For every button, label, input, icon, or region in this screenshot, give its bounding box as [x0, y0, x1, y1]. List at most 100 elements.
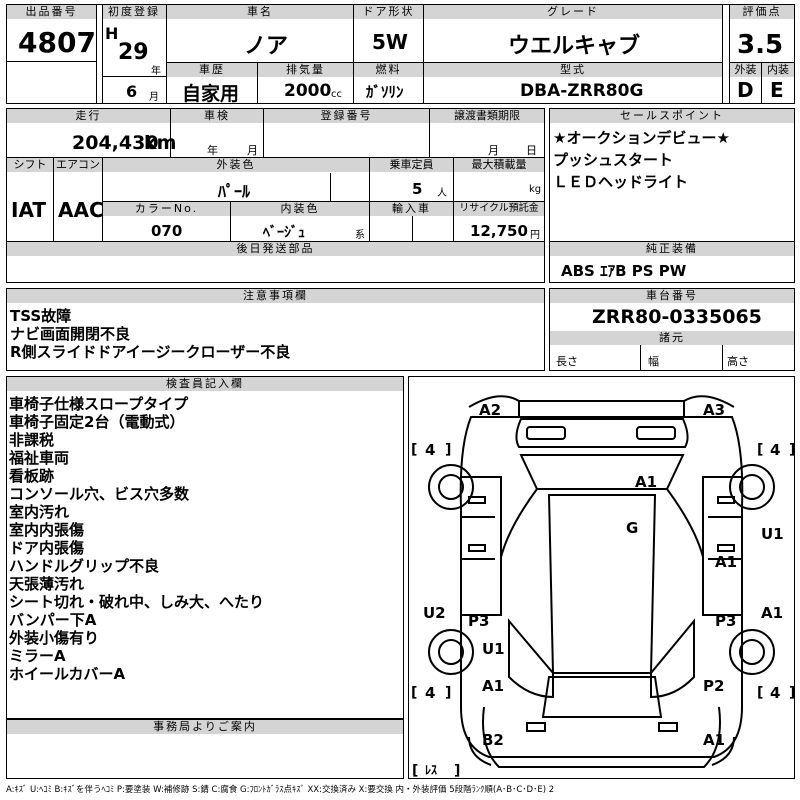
mileage-unit: km	[144, 132, 177, 154]
tire-rear-left	[428, 629, 474, 675]
inspector-item: ドア内張傷	[9, 539, 85, 557]
inspection-month-unit: 月	[247, 144, 258, 157]
transfer-month-unit: 月	[488, 144, 499, 157]
svg-text:]: ]	[789, 442, 794, 458]
door-header: ドア形状	[354, 5, 423, 19]
chassis-number: ZRR80-0335065	[592, 306, 762, 328]
tire-rr-value: 4	[770, 684, 780, 702]
svg-text:[: [	[411, 685, 417, 701]
legend: A:ｷｽﾞ U:ﾍｺﾐ B:ｷｽﾞを伴うﾍｺﾐ P:要塗装 W:補修跡 S:錆 …	[6, 785, 555, 795]
tire-front-left	[428, 464, 474, 510]
inspector-item: 非課税	[9, 431, 55, 449]
svg-text:[: [	[757, 685, 763, 701]
damage-mark: P3	[715, 612, 736, 630]
score: 3.5	[737, 30, 784, 60]
roof-shape	[547, 494, 657, 674]
damage-mark: U1	[761, 525, 784, 543]
displacement: 2000	[284, 81, 332, 101]
fuel-header: 燃料	[354, 63, 423, 77]
sales-points-block	[549, 108, 795, 283]
notes-block	[6, 288, 545, 371]
svg-text:]: ]	[454, 763, 460, 778]
spec-width: 幅	[648, 355, 659, 368]
spare-tire-value: ﾚｽ	[425, 763, 437, 777]
recycle-unit: 円	[530, 230, 540, 241]
note-item: ナビ画面開閉不良	[10, 325, 131, 343]
era: H	[105, 24, 119, 43]
damage-mark: U1	[482, 640, 505, 658]
plate-header: 登録番号	[264, 109, 429, 123]
inspector-header: 検査員記入欄	[7, 377, 403, 391]
sales-points-list: ★オークションデビュー★ プッシュスタート ＬＥＤヘッドライト	[553, 127, 730, 193]
inspector-item: 室内内張傷	[9, 521, 85, 539]
inspector-item: バンパー下A	[9, 611, 97, 629]
color-no-header: カラーNo.	[103, 202, 230, 216]
office-header: 事務局よりご案内	[7, 720, 403, 734]
note-item: TSS故障	[10, 307, 72, 325]
history-header: 車歴	[167, 63, 257, 77]
sales-point-item: ★オークションデビュー★	[553, 129, 730, 147]
recycle-header: リサイクル預託金	[454, 202, 544, 216]
ext-grade: D	[737, 78, 754, 102]
inspector-item: 車椅子固定2台（電動式）	[9, 413, 185, 431]
vehicle-info-block	[6, 108, 545, 283]
ac: AAC	[58, 198, 104, 222]
grade-header: グレード	[424, 5, 722, 19]
damage-mark: A1	[635, 473, 657, 491]
tire-fl-value: 4	[425, 441, 435, 459]
svg-text:]: ]	[445, 442, 451, 458]
reg-month-unit: 月	[149, 92, 159, 103]
recycle-fee: 12,750	[470, 222, 528, 240]
inspector-item: ミラーA	[9, 647, 66, 665]
chassis-block	[549, 288, 795, 371]
spec-header: 諸元	[550, 331, 794, 345]
reg-year-unit: 年	[151, 66, 161, 77]
displacement-unit: cc	[331, 89, 342, 100]
name-header: 車名	[167, 5, 353, 19]
inspector-block	[6, 376, 404, 719]
transfer-day-unit: 日	[526, 144, 537, 157]
windshield-shape	[519, 454, 685, 490]
sales-point-item: ＬＥＤヘッドライト	[553, 173, 689, 191]
damage-mark: P2	[703, 677, 724, 695]
sales-point-item: プッシュスタート	[553, 151, 674, 169]
inspector-list: 車椅子仕様スロープタイプ 車椅子固定2台（電動式） 非課税 福祉車両 看板跡 コ…	[9, 395, 264, 683]
inspector-item: ハンドルグリップ不良	[9, 557, 160, 575]
first-reg-header: 初度登録	[102, 5, 166, 19]
displacement-header: 排気量	[258, 63, 353, 77]
damage-mark: U2	[423, 604, 446, 622]
interior-color-suffix: 系	[355, 230, 365, 241]
score-header: 評価点	[730, 5, 794, 19]
door-type: 5W	[372, 30, 408, 54]
capacity-unit: 人	[437, 188, 447, 199]
load-header: 最大積載量	[454, 158, 544, 172]
svg-text:[: [	[412, 763, 418, 778]
inspector-item: コンソール穴、ビス穴多数	[9, 485, 190, 503]
car-name: ノア	[244, 34, 289, 59]
lot-number: 4807	[18, 26, 96, 59]
genuine-equipment: ABS ｴｱB PS PW	[561, 262, 687, 280]
notes-header: 注意事項欄	[7, 289, 544, 303]
model: DBA-ZRR80G	[520, 81, 644, 101]
svg-text:[: [	[411, 442, 417, 458]
import-header: 輸入車	[370, 202, 453, 216]
shift-header: シフト	[7, 158, 53, 172]
damage-mark: B2	[482, 731, 504, 749]
grade: ウエルキャブ	[508, 34, 641, 59]
interior-color-header: 内装色	[231, 202, 369, 216]
reg-month: 6	[126, 82, 138, 101]
damage-mark: G	[626, 519, 638, 537]
inspector-item: 看板跡	[9, 467, 55, 485]
damage-mark: A1	[703, 731, 725, 749]
mileage-header: 走行	[7, 109, 170, 123]
later-parts-header: 後日発送部品	[7, 242, 544, 256]
inspector-item: 天張薄汚れ	[9, 575, 85, 593]
history: 自家用	[182, 83, 240, 105]
interior-color: ﾍﾞｰｼﾞｭ	[263, 225, 305, 241]
note-item: R側スライドドアイージークローザー不良	[10, 343, 291, 361]
ext-header: 外装	[730, 63, 761, 77]
damage-mark: A1	[761, 604, 783, 622]
inspector-item: ホイールカバーA	[9, 665, 126, 683]
color-header: 外装色	[103, 158, 369, 172]
damage-mark: A2	[479, 401, 501, 419]
